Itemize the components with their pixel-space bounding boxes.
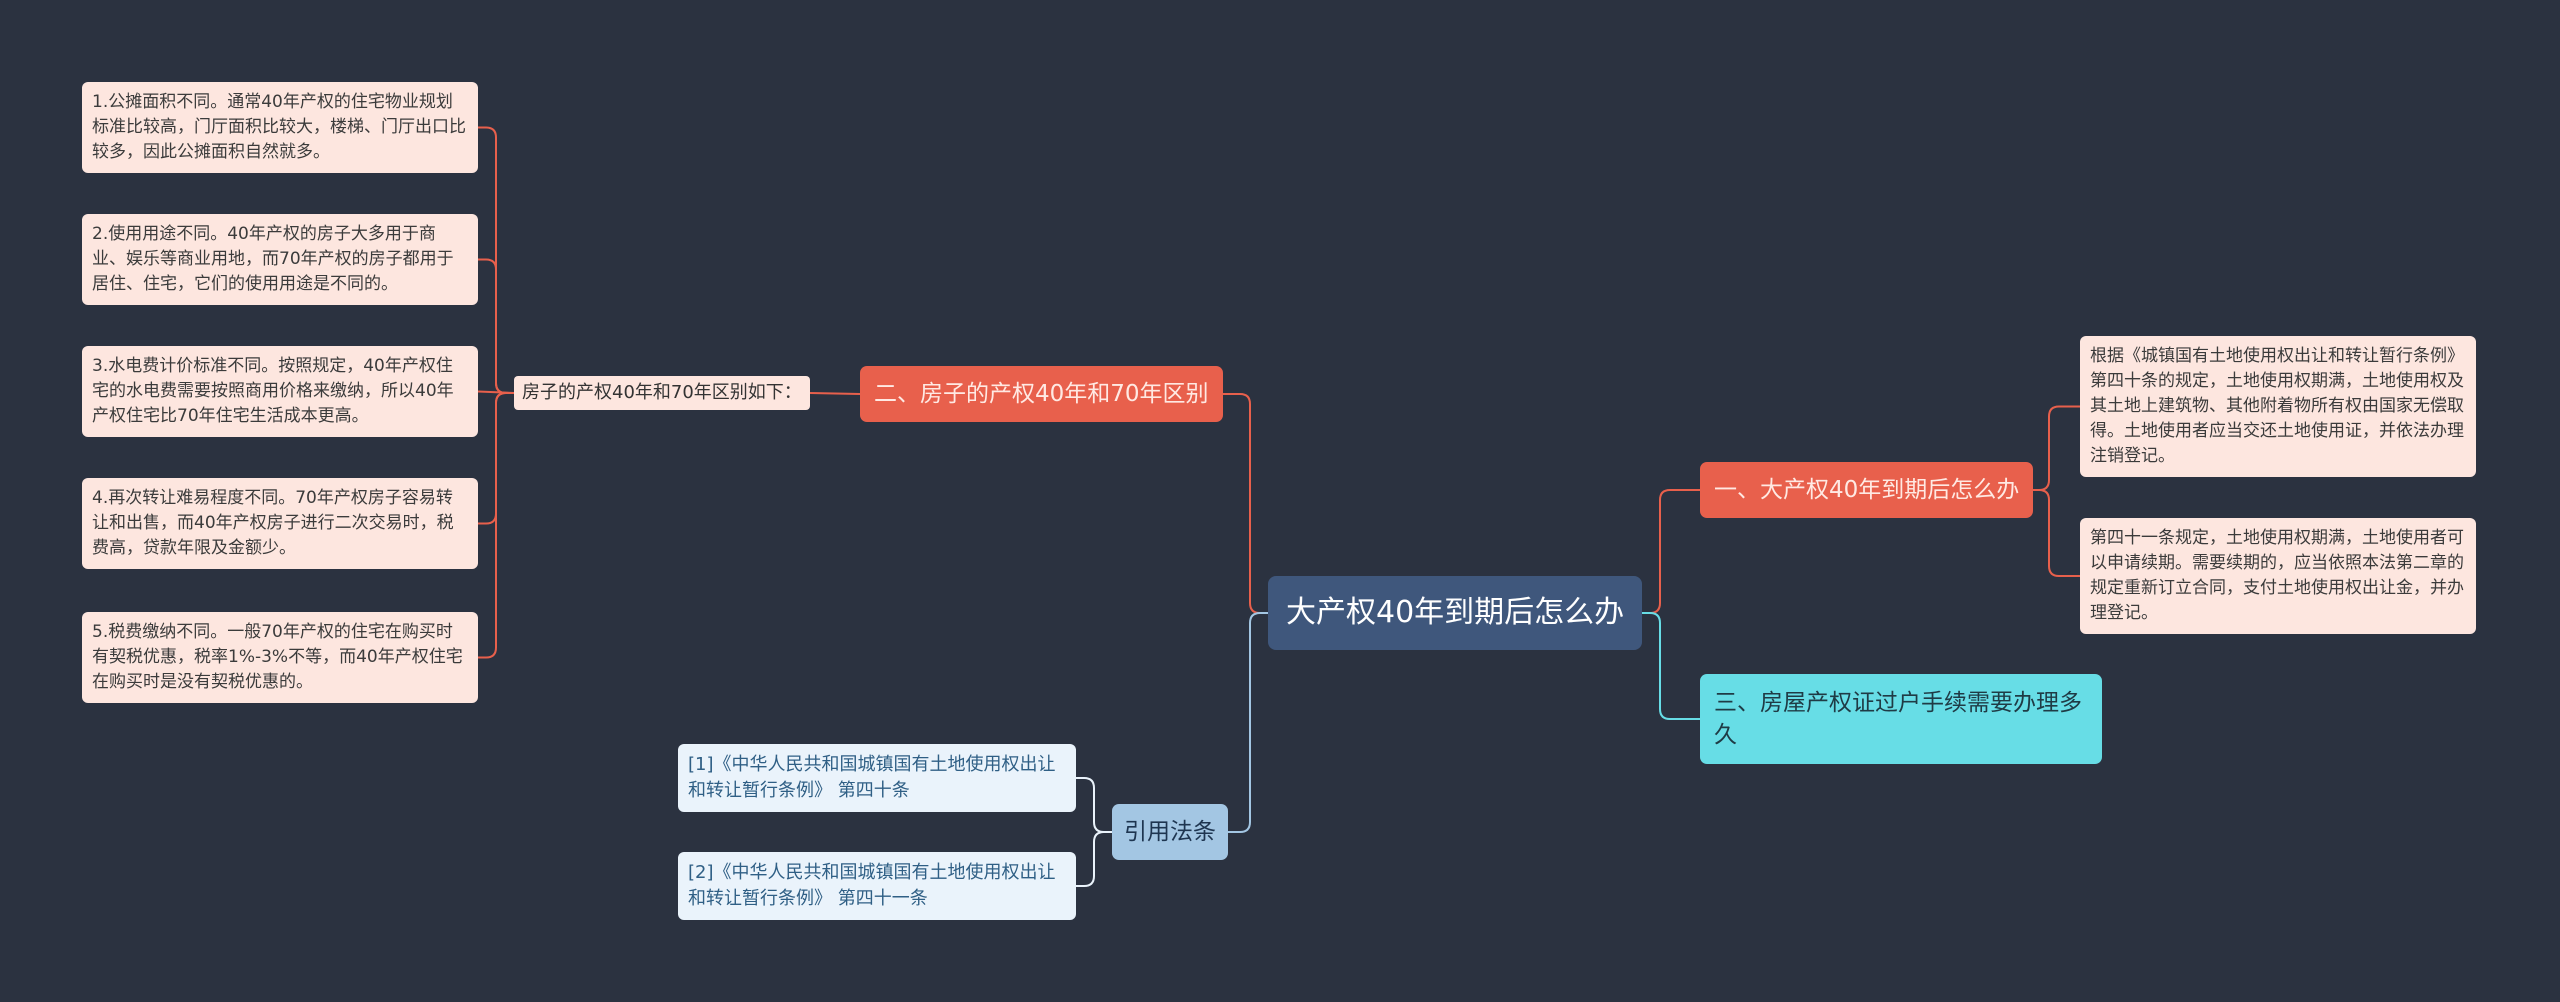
- leaf-text: 1.公摊面积不同。通常40年产权的住宅物业规划标准比较高，门厅面积比较大，楼梯、…: [92, 92, 466, 162]
- connector-line-5: [1228, 612, 1268, 833]
- branch-two-leaf-5[interactable]: 5.税费缴纳不同。一般70年产权的住宅在购买时有契税优惠，税率1%-3%不等，而…: [82, 612, 478, 703]
- connector-line-12: [1076, 777, 1112, 833]
- leaf-text: 根据《城镇国有土地使用权出让和转让暂行条例》第四十条的规定，土地使用权期满，土地…: [2090, 346, 2464, 466]
- reference-text: [2]《中华人民共和国城镇国有土地使用权出让和转让暂行条例》 第四十一条: [688, 862, 1056, 909]
- references-topic[interactable]: 引用法条: [1112, 804, 1228, 860]
- branch-three-label: 三、房屋产权证过户手续需要办理多久: [1714, 690, 2082, 748]
- branch-two-leaf-3[interactable]: 3.水电费计价标准不同。按照规定，40年产权住宅的水电费需要按照商用价格来缴纳，…: [82, 346, 478, 437]
- subtopic-label: 房子的产权40年和70年区别如下：: [522, 382, 802, 403]
- branch-one-leaf-1[interactable]: 根据《城镇国有土地使用权出让和转让暂行条例》第四十条的规定，土地使用权期满，土地…: [2080, 336, 2476, 477]
- references-label: 引用法条: [1124, 819, 1216, 845]
- branch-two-topic[interactable]: 二、房子的产权40年和70年区别: [860, 366, 1223, 422]
- reference-text: [1]《中华人民共和国城镇国有土地使用权出让和转让暂行条例》 第四十条: [688, 754, 1056, 801]
- branch-one-label: 一、大产权40年到期后怎么办: [1714, 477, 2020, 503]
- leaf-text: 第四十一条规定，土地使用权期满，土地使用者可以申请续期。需要续期的，应当依照本法…: [2090, 528, 2464, 623]
- root-topic[interactable]: 大产权40年到期后怎么办: [1268, 576, 1643, 650]
- branch-one-topic[interactable]: 一、大产权40年到期后怎么办: [1700, 462, 2034, 518]
- reference-item-2[interactable]: [2]《中华人民共和国城镇国有土地使用权出让和转让暂行条例》 第四十一条: [678, 852, 1076, 920]
- leaf-text: 5.税费缴纳不同。一般70年产权的住宅在购买时有契税优惠，税率1%-3%不等，而…: [92, 622, 463, 692]
- connector-line-6: [809, 392, 861, 395]
- leaf-text: 4.再次转让难易程度不同。70年产权房子容易转让和出售，而40年产权房子进行二次…: [92, 488, 454, 558]
- leaf-text: 2.使用用途不同。40年产权的房子大多用于商业、娱乐等商业用地，而70年产权的房…: [92, 224, 454, 294]
- branch-two-label: 二、房子的产权40年和70年区别: [874, 381, 1209, 407]
- connector-line-13: [1076, 831, 1112, 887]
- root-topic-label: 大产权40年到期后怎么办: [1286, 595, 1625, 630]
- branch-two-leaf-1[interactable]: 1.公摊面积不同。通常40年产权的住宅物业规划标准比较高，门厅面积比较大，楼梯、…: [82, 82, 478, 173]
- connector-line-3: [2033, 489, 2080, 577]
- connector-line-8: [478, 258, 514, 394]
- leaf-text: 3.水电费计价标准不同。按照规定，40年产权住宅的水电费需要按照商用价格来缴纳，…: [92, 356, 454, 426]
- branch-two-leaf-2[interactable]: 2.使用用途不同。40年产权的房子大多用于商业、娱乐等商业用地，而70年产权的房…: [82, 214, 478, 305]
- reference-item-1[interactable]: [1]《中华人民共和国城镇国有土地使用权出让和转让暂行条例》 第四十条: [678, 744, 1076, 812]
- connector-line-1: [1642, 612, 1700, 720]
- connector-line-11: [478, 392, 514, 659]
- connector-line-4: [1223, 393, 1268, 614]
- connector-line-0: [1642, 489, 1700, 614]
- branch-one-leaf-2[interactable]: 第四十一条规定，土地使用权期满，土地使用者可以申请续期。需要续期的，应当依照本法…: [2080, 518, 2476, 634]
- branch-two-leaf-4[interactable]: 4.再次转让难易程度不同。70年产权房子容易转让和出售，而40年产权房子进行二次…: [82, 478, 478, 569]
- branch-three-topic[interactable]: 三、房屋产权证过户手续需要办理多久: [1700, 674, 2102, 764]
- connector-line-2: [2033, 405, 2080, 491]
- branch-two-subtopic[interactable]: 房子的产权40年和70年区别如下：: [514, 376, 810, 410]
